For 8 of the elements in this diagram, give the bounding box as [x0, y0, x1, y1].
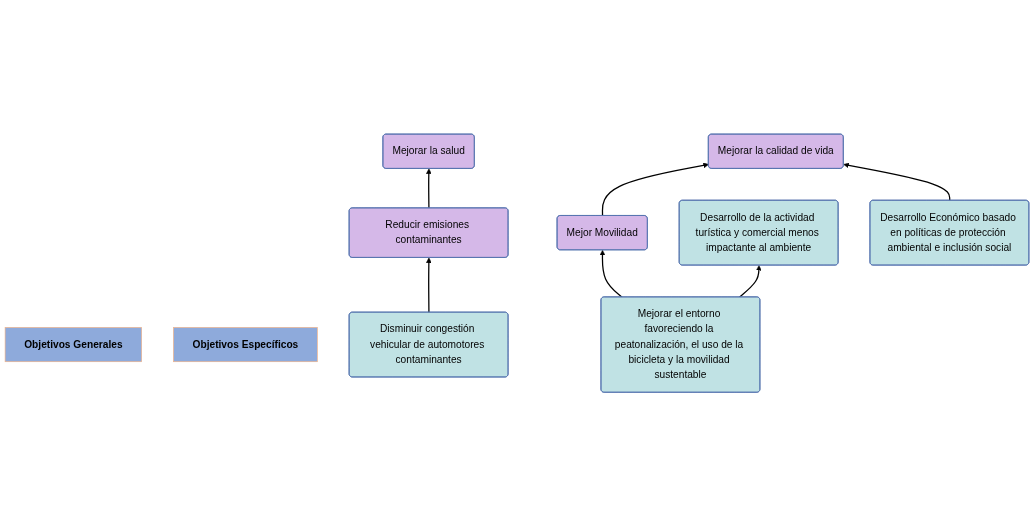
node-box: Objetivos Generales [4, 327, 142, 363]
arrow [843, 162, 951, 202]
arrow [426, 168, 432, 210]
arrow [738, 265, 762, 299]
arrow [601, 162, 709, 217]
arrow [426, 257, 432, 314]
node-box: Objetivos Específicos [173, 327, 318, 363]
arrow [599, 250, 623, 299]
